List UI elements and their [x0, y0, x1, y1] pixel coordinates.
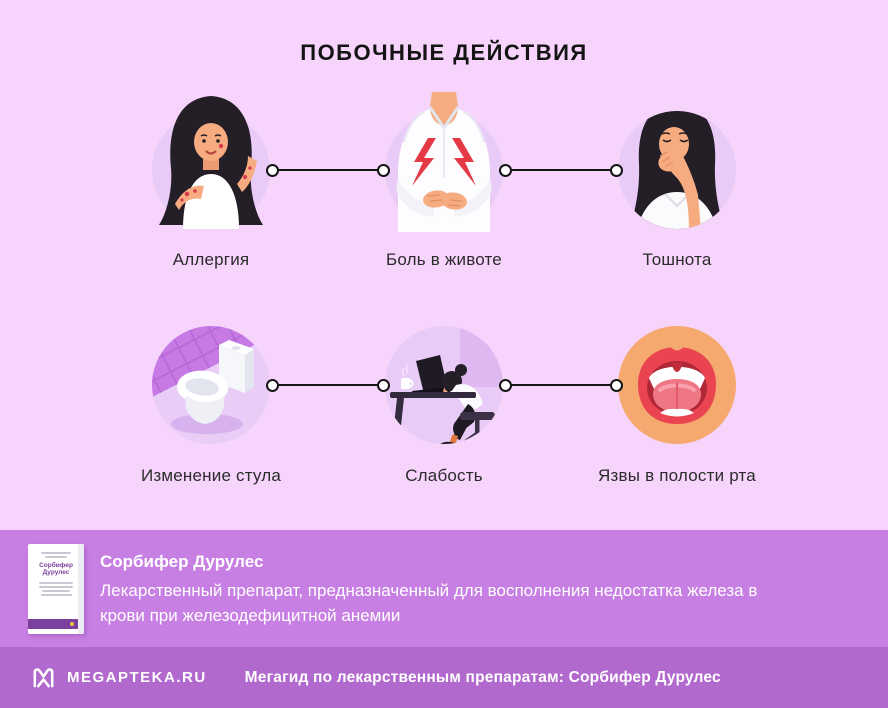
connector-line [498, 378, 623, 392]
box-edge [78, 544, 84, 634]
footer-guide-text: Мегагид по лекарственным препаратам: Сор… [244, 668, 721, 686]
connector-segment [271, 383, 384, 387]
connector-endpoint [376, 378, 390, 392]
label-allergy: Аллергия [172, 250, 250, 269]
box-decor-line [39, 582, 73, 584]
page-title: ПОБОЧНЫЕ ДЕЙСТВИЯ [300, 40, 588, 65]
product-info-section: Сорбифер Дурулес Сорбифер Дурулес Лекарс… [0, 530, 888, 647]
fatigue-desk-icon [385, 326, 503, 444]
label-stomach-pain: Боль в животе [386, 250, 502, 269]
brand-name: MEGAPTEKA.RU [67, 669, 207, 686]
connector-segment [504, 383, 617, 387]
nausea-illustration [597, 82, 757, 242]
box-decor-line [39, 586, 73, 588]
connector-endpoint [609, 378, 623, 392]
connector-endpoint [265, 378, 279, 392]
product-name: Сорбифер Дурулес [100, 552, 264, 571]
connector-endpoint [376, 163, 390, 177]
box-brand-stripe [28, 619, 78, 629]
nausea-icon [618, 111, 736, 229]
box-decor-line [40, 594, 72, 596]
connector-endpoint [609, 163, 623, 177]
medicine-box-image: Сорбифер Дурулес [28, 544, 84, 634]
toilet-illustration [131, 297, 291, 457]
brand-logo: MEGAPTEKA.RU [30, 664, 207, 691]
megapteka-logo-icon [33, 668, 54, 688]
label-nausea: Тошнота [642, 250, 712, 269]
box-brand-dot [70, 622, 74, 626]
connector-endpoint [498, 163, 512, 177]
connector-endpoint [265, 163, 279, 177]
label-mouth-ulcers: Язвы в полости рта [598, 466, 756, 485]
connector-endpoint [498, 378, 512, 392]
connector-line [265, 163, 390, 177]
mouth-ulcers-illustration [597, 297, 757, 457]
connector-line [265, 378, 390, 392]
connector-line [498, 163, 623, 177]
box-decor-line [42, 590, 70, 592]
allergy-illustration [131, 82, 291, 242]
box-product-name: Сорбифер Дурулес [39, 562, 73, 576]
footer: MEGAPTEKA.RU Мегагид по лекарственным пр… [0, 647, 888, 708]
product-description: Лекарственный препарат, предназначенный … [100, 581, 758, 625]
fatigue-desk-illustration [364, 297, 524, 457]
box-decor-line [41, 552, 71, 554]
connector-segment [504, 168, 617, 172]
label-stool-change: Изменение стула [140, 466, 282, 485]
toilet-icon [152, 326, 270, 444]
stomach-pain-icon [385, 92, 503, 232]
allergy-icon [152, 96, 270, 229]
connector-segment [271, 168, 384, 172]
label-weakness: Слабость [405, 466, 483, 485]
mouth-ulcers-icon [618, 326, 736, 444]
box-decor-line [45, 556, 67, 558]
stomach-pain-illustration [364, 82, 524, 242]
